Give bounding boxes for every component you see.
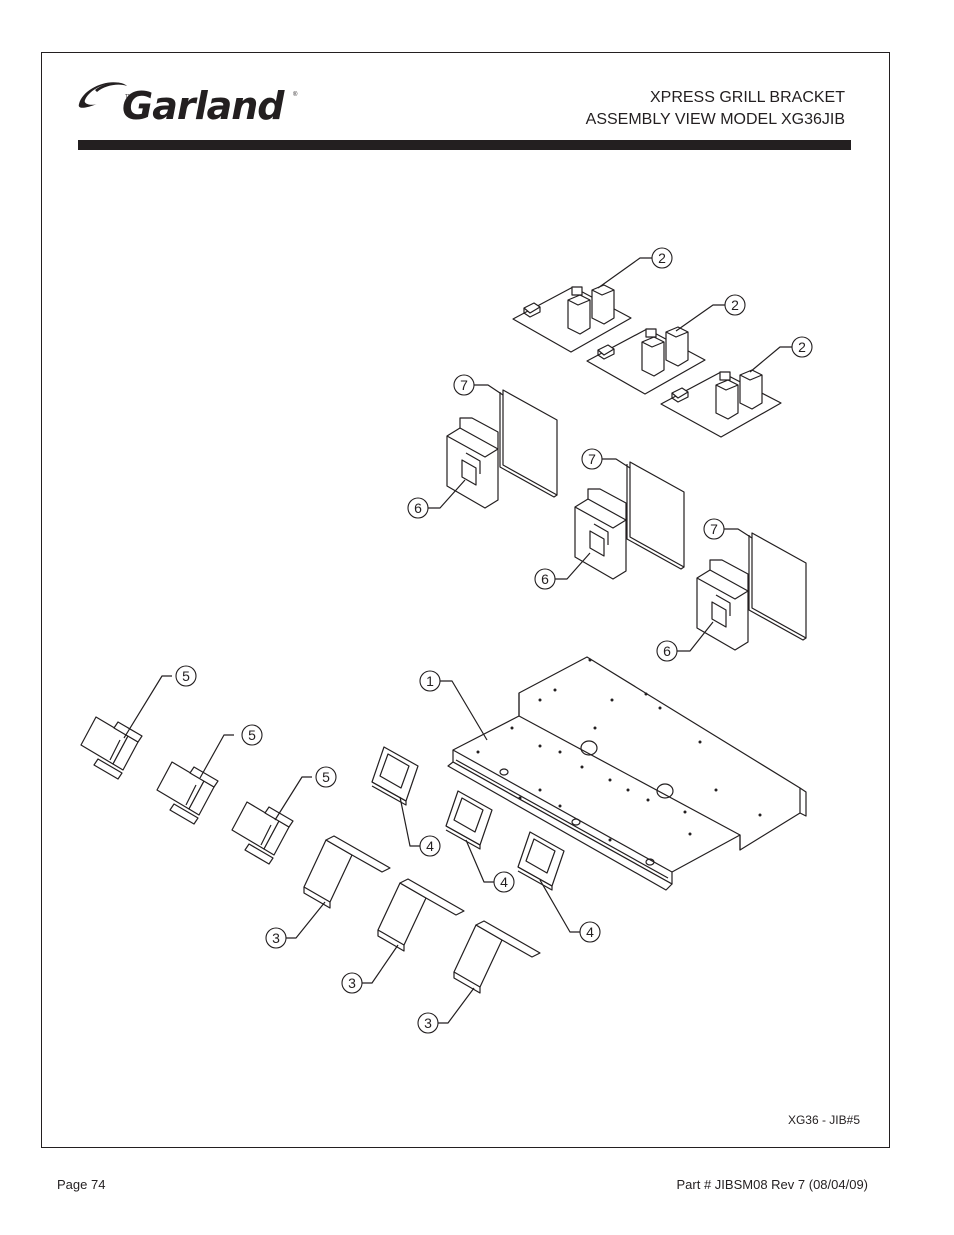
callout-circle bbox=[419, 670, 441, 692]
callout-number-4: 4 bbox=[426, 838, 434, 854]
callout-circle bbox=[241, 724, 263, 746]
callout-number-5: 5 bbox=[182, 668, 190, 684]
callout-number-5: 5 bbox=[248, 727, 256, 743]
callout-circle bbox=[724, 294, 746, 316]
callout-number-5: 5 bbox=[322, 769, 330, 785]
clamp-bracket-part bbox=[231, 801, 294, 865]
callout-circle bbox=[407, 497, 429, 519]
garland-logo: TM Garland ® bbox=[75, 74, 305, 134]
callout-circle bbox=[581, 448, 603, 470]
callout-number-4: 4 bbox=[586, 924, 594, 940]
page-title: XPRESS GRILL BRACKET ASSEMBLY VIEW MODEL… bbox=[586, 87, 845, 131]
mounting-bracket-part bbox=[446, 417, 499, 509]
cover-plate-part bbox=[499, 389, 558, 498]
figure-id: XG36 - JIB#5 bbox=[787, 1113, 860, 1127]
callout-number-6: 6 bbox=[663, 643, 671, 659]
bezel-part bbox=[445, 790, 493, 850]
angle-bracket-part bbox=[453, 920, 541, 994]
control-board-part bbox=[586, 326, 706, 395]
callout-number-2: 2 bbox=[798, 339, 806, 355]
callout-number-3: 3 bbox=[348, 975, 356, 991]
logo-reg-mark: ® bbox=[293, 92, 298, 98]
cover-plate-part bbox=[748, 532, 807, 641]
logo-wordmark: Garland bbox=[122, 84, 284, 128]
header-rule bbox=[78, 140, 851, 150]
callout-circle bbox=[534, 568, 556, 590]
title-line-1: XPRESS GRILL BRACKET bbox=[649, 89, 845, 106]
cover-plate-part bbox=[626, 461, 685, 570]
callout-circle bbox=[493, 871, 515, 893]
bezel-part bbox=[517, 831, 565, 891]
clamp-bracket-part bbox=[80, 716, 143, 780]
callout-circle bbox=[315, 766, 337, 788]
clamp-bracket-part bbox=[156, 761, 219, 825]
control-board-part bbox=[660, 369, 782, 438]
mounting-bracket-part bbox=[696, 559, 749, 651]
callout-circle bbox=[265, 927, 287, 949]
angle-bracket-part bbox=[377, 878, 465, 952]
leader-lines bbox=[123, 257, 792, 1024]
callout-circle bbox=[453, 374, 475, 396]
mounting-bracket-part bbox=[574, 488, 627, 580]
callout-circle bbox=[579, 921, 601, 943]
page-border bbox=[41, 52, 890, 1148]
control-board-part bbox=[512, 284, 632, 353]
logo-tm-mark: TM bbox=[125, 94, 133, 100]
callout-number-6: 6 bbox=[414, 500, 422, 516]
callout-number-7: 7 bbox=[588, 451, 596, 467]
callout-circle bbox=[651, 247, 673, 269]
callout-number-7: 7 bbox=[460, 377, 468, 393]
callout-number-6: 6 bbox=[541, 571, 549, 587]
part-number: Part # JIBSM08 Rev 7 (08/04/09) bbox=[676, 1177, 868, 1192]
callout-number-2: 2 bbox=[731, 297, 739, 313]
bezel-part bbox=[371, 746, 419, 806]
callout-circle bbox=[791, 336, 813, 358]
garland-swoosh-icon bbox=[78, 82, 127, 108]
callout-number-3: 3 bbox=[272, 930, 280, 946]
callout-number-1: 1 bbox=[426, 673, 434, 689]
callout-circle bbox=[656, 640, 678, 662]
title-line-2: ASSEMBLY VIEW MODEL XG36JIB bbox=[585, 111, 845, 128]
angle-bracket-part bbox=[303, 835, 391, 909]
callout-circle bbox=[703, 518, 725, 540]
main-bracket-part bbox=[447, 656, 807, 891]
callout-number-2: 2 bbox=[658, 250, 666, 266]
callout-circle bbox=[341, 972, 363, 994]
callout-number-4: 4 bbox=[500, 874, 508, 890]
callout-number-3: 3 bbox=[424, 1015, 432, 1031]
page-number: Page 74 bbox=[57, 1177, 106, 1192]
callout-number-7: 7 bbox=[710, 521, 718, 537]
callout-circle bbox=[175, 665, 197, 687]
callout-circle bbox=[419, 835, 441, 857]
callout-circle bbox=[417, 1012, 439, 1034]
